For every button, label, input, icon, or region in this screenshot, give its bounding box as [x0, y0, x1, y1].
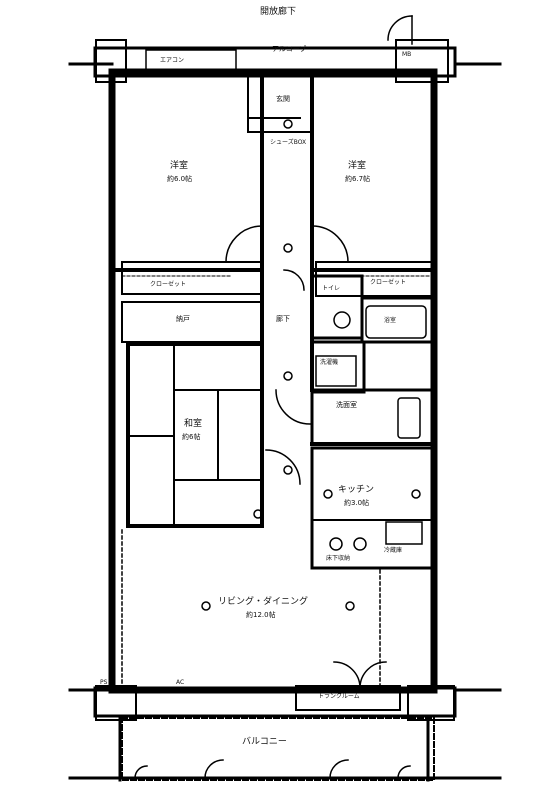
- label-bath: 浴室: [384, 317, 397, 324]
- outer-wall: [108, 68, 438, 694]
- label-shoes: シューズBOX: [270, 139, 307, 146]
- label-closet-right: クローゼット: [370, 279, 407, 286]
- label-closet-left: クローゼット: [150, 281, 187, 288]
- label-washroom: 洗面室: [336, 401, 357, 409]
- bath-box: [360, 296, 436, 344]
- label-lock: トランクルーム: [318, 693, 360, 700]
- label-pipe: PS: [100, 679, 108, 686]
- storage-box: [121, 301, 263, 343]
- label-yuka: 床下収納: [326, 555, 351, 562]
- label-bedroom-right-size: 約6.7帖: [345, 175, 371, 183]
- label-kitchen-size: 約3.0帖: [344, 499, 370, 507]
- label-entrance: 玄関: [276, 95, 290, 103]
- label-bedroom-right: 洋室: [348, 161, 367, 171]
- entrance-box: [247, 75, 313, 133]
- label-corridor: 開放廊下: [260, 7, 297, 17]
- wash-box: [310, 340, 366, 394]
- label-ac2: AC: [176, 679, 185, 686]
- label-fridge: 冷蔵庫: [384, 547, 403, 554]
- label-washitsu-size: 約6帖: [182, 433, 201, 441]
- balcony-area: [121, 717, 435, 781]
- label-bedroom-left: 洋室: [170, 161, 189, 171]
- label-bedroom-left-size: 約6.0帖: [167, 175, 193, 183]
- label-hallway: 廊下: [276, 315, 290, 323]
- label-laundry: 洗濯機: [320, 359, 339, 366]
- label-ldk: リビング・ダイニング: [218, 597, 309, 607]
- label-storage: 納戸: [176, 315, 190, 323]
- label-alcove: アルコーブ: [272, 45, 307, 53]
- label-meter: MB: [402, 51, 412, 58]
- label-balcony: バルコニー: [242, 737, 287, 747]
- label-ldk-size: 約12.0帖: [246, 611, 276, 619]
- label-toilet: トイレ: [322, 285, 341, 292]
- label-kitchen: キッチン: [338, 485, 375, 495]
- kitchen-box: [310, 446, 434, 570]
- label-washitsu: 和室: [184, 419, 203, 429]
- label-ac: エアコン: [160, 57, 185, 64]
